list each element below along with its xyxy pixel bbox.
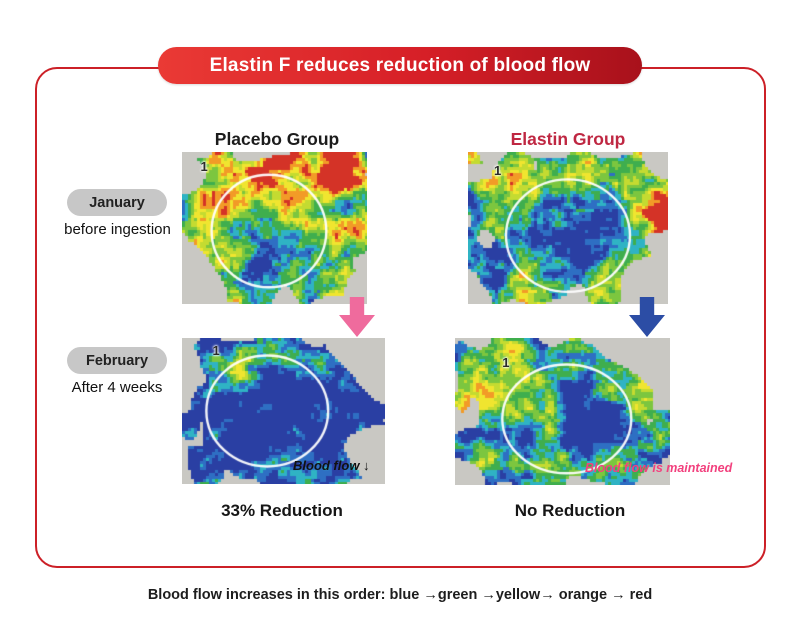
row-caption-before-ingestion: before ingestion [64,221,171,238]
row-caption-after-4-weeks: After 4 weeks [71,379,163,396]
scan-image-placebo-after [182,338,385,484]
scan-placebo-before: 1 [182,152,367,304]
banner-title: Elastin F reduces reduction of blood flo… [209,54,591,76]
scan-marker: 1 [200,158,208,174]
row-label-january: January [67,189,167,216]
scan-placebo-after: 1 [182,338,385,484]
scan-image-elastin-before [468,152,668,304]
scan-marker: 1 [494,163,502,179]
placebo-group-heading: Placebo Group [214,129,340,149]
scan-marker: 1 [502,354,510,370]
scan-elastin-before: 1 [468,152,668,304]
color-scale-legend: Blood flow increases in this order: blue… [147,587,653,603]
annotation-blood-flow-reduced: Blood flow ↓ [293,458,370,473]
annotation-blood-flow-maintained: Blood flow is maintained [585,461,733,475]
banner: Elastin F reduces reduction of blood flo… [158,47,642,84]
scan-marker: 1 [212,342,220,358]
result-placebo: 33% Reduction [221,501,343,520]
scan-image-placebo-before [182,152,367,304]
elastin-group-heading: Elastin Group [510,129,626,149]
row-label-february: February [67,347,167,374]
scan-elastin-after: 1 [455,338,670,485]
result-elastin: No Reduction [514,501,626,520]
scan-image-elastin-after [455,338,670,485]
